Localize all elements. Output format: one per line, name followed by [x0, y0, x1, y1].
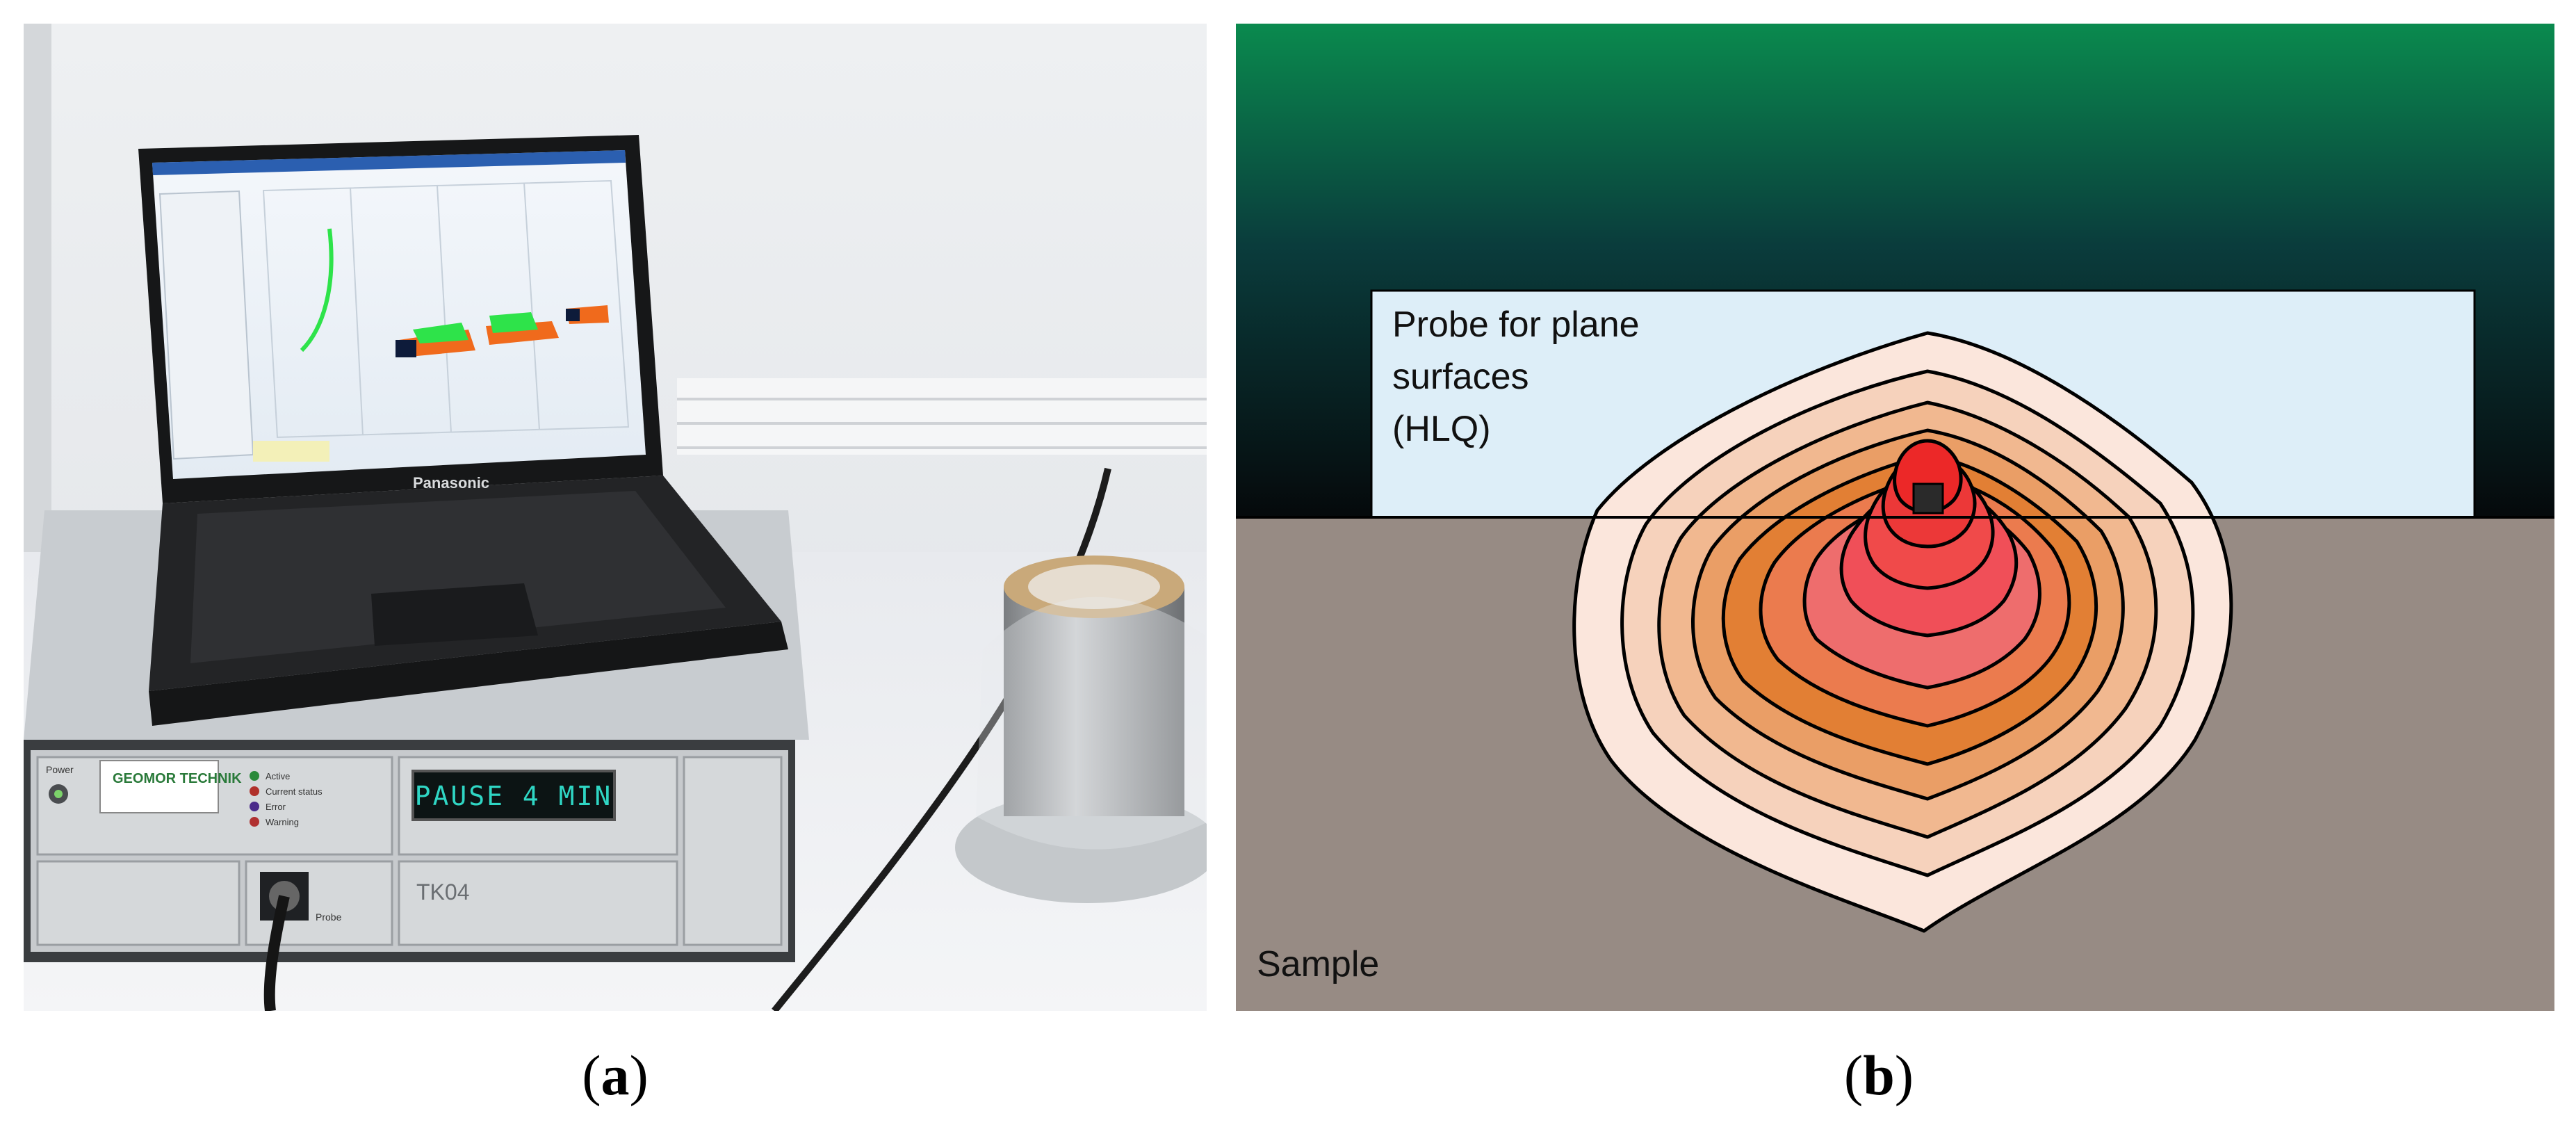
laptop: Panasonic [138, 135, 788, 726]
probe-label-line3: (HLQ) [1392, 409, 1491, 449]
led-status-icon [250, 786, 259, 796]
caption-b-letter: b [1863, 1044, 1895, 1107]
device-logo: GEOMOR TECHNIK [113, 771, 242, 786]
caption-a-letter: a [601, 1044, 630, 1107]
probe-label-line2: surfaces [1392, 357, 1529, 397]
led-warning-icon [250, 817, 259, 827]
lab-setup-photo: GEOMOR TECHNIK Power Active Current stat… [24, 24, 1207, 1011]
radiator [677, 378, 1207, 455]
led-label-error: Error [266, 802, 286, 812]
photo-panel-a: GEOMOR TECHNIK Power Active Current stat… [24, 24, 1207, 1011]
sample-label: Sample [1257, 944, 1379, 984]
led-label-active: Active [266, 771, 290, 781]
probe-label: Probe [316, 911, 342, 923]
device-model: TK04 [416, 879, 469, 905]
power-label: Power [46, 764, 74, 775]
heat-source-square [1912, 483, 1944, 514]
sample-cylinder [955, 556, 1207, 903]
caption-a: (a) [582, 1044, 649, 1107]
probe-contour-diagram: Probe for plane surfaces (HLQ) Sample [1236, 24, 2554, 1011]
device-display [411, 770, 616, 821]
probe-label-line1: Probe for plane [1392, 305, 1640, 345]
display-readout: PAUSE 4 MIN [415, 781, 613, 811]
isotherm-contours [1572, 331, 2233, 933]
led-label-warning: Warning [266, 817, 299, 827]
led-error-icon [250, 802, 259, 811]
sensor-cable [772, 467, 1111, 1011]
caption-b: (b) [1843, 1044, 1914, 1107]
led-active-icon [250, 771, 259, 781]
probe-cable [263, 895, 290, 1011]
laptop-brand: Panasonic [413, 474, 489, 492]
diagram-panel-b: Probe for plane surfaces (HLQ) Sample [1236, 24, 2554, 1011]
led-label-status: Current status [266, 786, 323, 797]
